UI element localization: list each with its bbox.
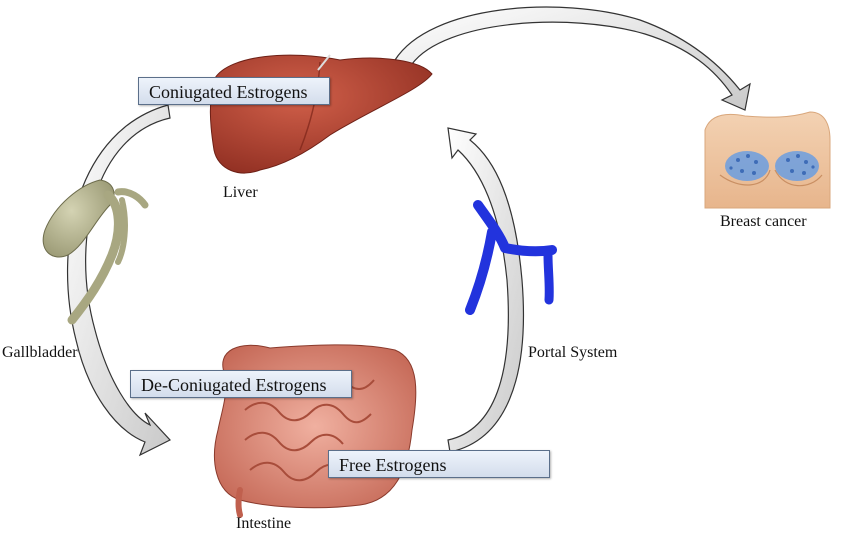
conjugated-estrogens-box: Coniugated Estrogens [138, 77, 330, 105]
gallbladder-label: Gallbladder [2, 344, 78, 361]
free-estrogens-box: Free Estrogens [328, 450, 550, 478]
liver-icon [209, 54, 433, 174]
arrow-liver-to-breast [394, 6, 751, 111]
arrow-liver-to-intestine [66, 104, 171, 457]
liver-label: Liver [223, 184, 258, 201]
intestine-label: Intestine [236, 515, 292, 532]
portal-vein-icon [465, 200, 557, 315]
arrow-intestine-to-liver [447, 127, 525, 453]
portal-system-label: Portal System [528, 344, 618, 361]
gallbladder-icon [42, 179, 149, 325]
breast-icon [704, 111, 831, 209]
breast-cancer-label: Breast cancer [720, 213, 807, 230]
deconjugated-estrogens-box: De-Coniugated Estrogens [130, 370, 352, 398]
